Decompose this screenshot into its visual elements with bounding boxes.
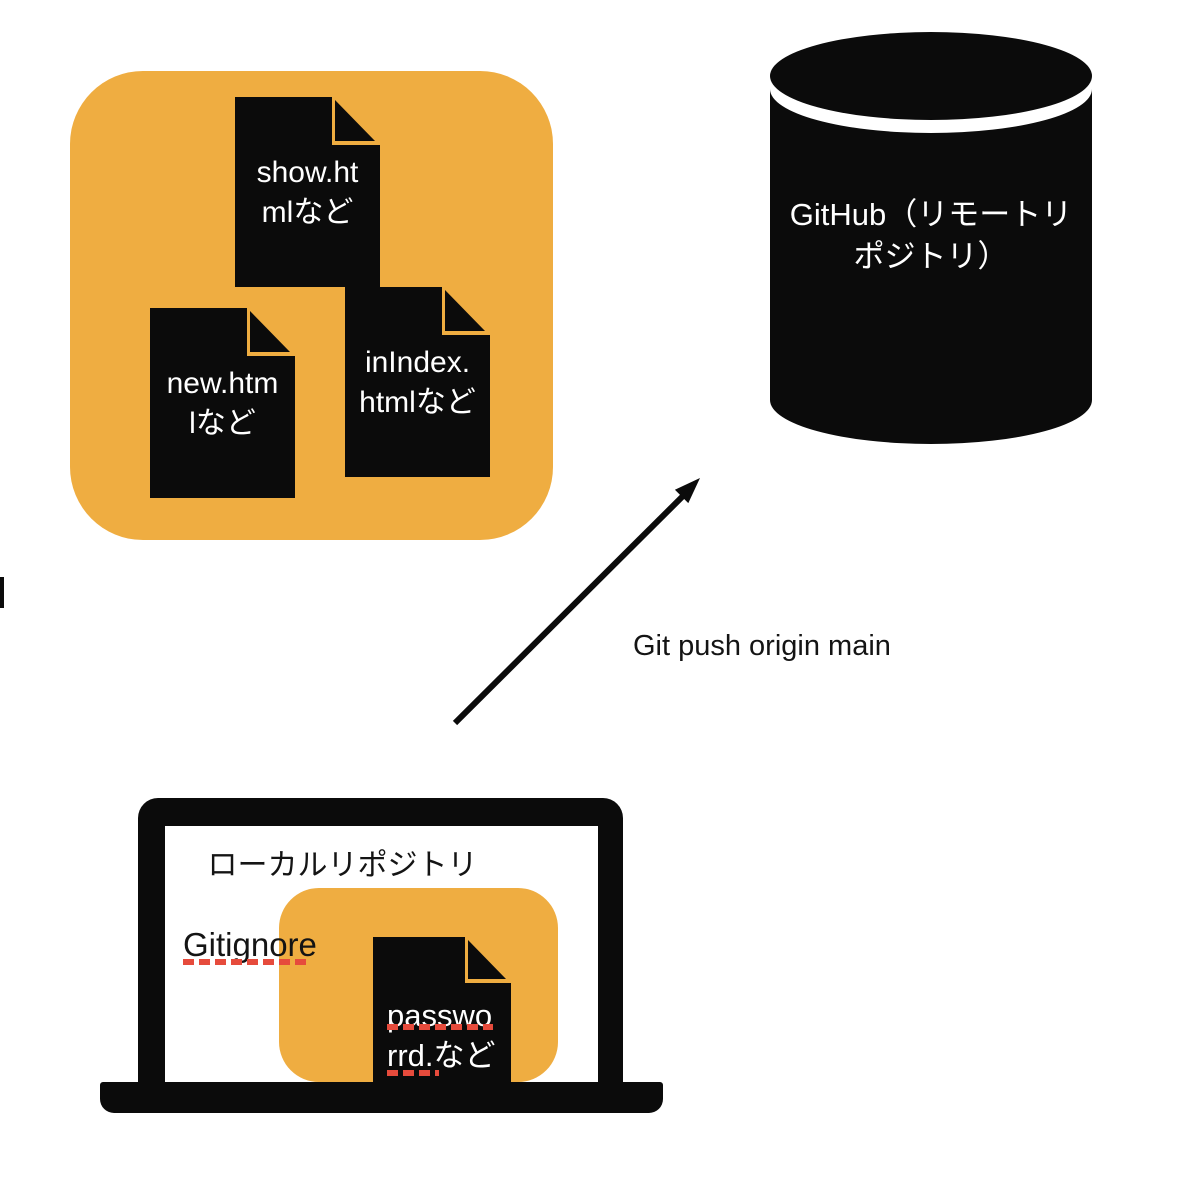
push-command-label: Git push origin main: [633, 630, 891, 662]
file-label: passwo rrd.など: [387, 996, 496, 1076]
file-label-line: htmlなど: [359, 386, 476, 419]
file-label: inIndex. htmlなど: [345, 343, 490, 423]
file-icon-index-html: inIndex. htmlなど: [345, 287, 490, 477]
gitignore-spellcheck-underline: [183, 959, 307, 965]
file-label-line: show.ht: [256, 156, 359, 189]
file-icon-password: passwo rrd.など: [373, 937, 511, 1113]
file-icon-show-html: show.ht mlなど: [235, 97, 380, 287]
password-spellcheck-underline: [387, 1024, 493, 1030]
database-icon: [770, 32, 1092, 444]
file-icon: [235, 97, 380, 287]
file-label: show.ht mlなど: [235, 153, 380, 233]
remote-repo-label: GitHub（リモートリ ポジトリ）: [770, 194, 1092, 278]
file-label: new.htm lなど: [150, 364, 295, 444]
remote-repo-database: GitHub（リモートリ ポジトリ）: [770, 32, 1092, 444]
left-edge-mark: [0, 577, 4, 608]
file-icon-new-html: new.htm lなど: [150, 308, 295, 498]
push-arrow-icon: [452, 478, 700, 726]
file-label-line: passwo: [387, 998, 493, 1033]
password-spellcheck-underline: [387, 1070, 439, 1076]
file-label-line: inIndex.: [364, 346, 471, 379]
file-label-line: lなど: [189, 407, 256, 440]
remote-repo-label-line: ポジトリ）: [853, 239, 1009, 274]
gitignore-label: Gitignore: [183, 926, 317, 963]
file-icon: [150, 308, 295, 498]
file-label-line: rrd.など: [387, 1038, 496, 1073]
file-label-line: new.htm: [166, 367, 279, 400]
file-label-line: mlなど: [261, 196, 354, 229]
remote-repo-label-line: GitHub（リモートリ: [789, 197, 1073, 232]
file-icon: [345, 287, 490, 477]
local-repo-title: ローカルリポジトリ: [207, 849, 478, 882]
